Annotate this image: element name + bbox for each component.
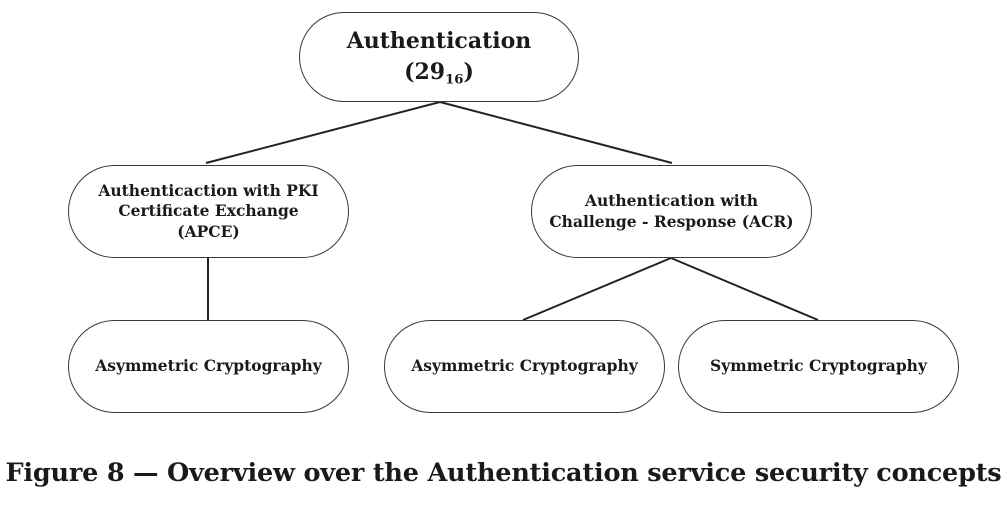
node-acr-asymmetric-cryptography: Asymmetric Cryptography xyxy=(384,320,665,413)
node-acr: Authentication with Challenge - Response… xyxy=(531,165,812,258)
node-apce-asymmetric-label: Asymmetric Cryptography xyxy=(95,356,322,376)
edge-acr-asym xyxy=(522,257,672,321)
edge-root-apce xyxy=(205,101,441,164)
diagram: Authentication (2916) Authenticaction wi… xyxy=(68,12,959,413)
service-id-value: (29 xyxy=(404,59,446,85)
edge-root-acr xyxy=(439,101,673,164)
root-node-label: Authentication xyxy=(346,28,532,55)
connector-lines xyxy=(205,101,819,321)
node-acr-symmetric-cryptography: Symmetric Cryptography xyxy=(678,320,959,413)
node-acr-label: Authentication with Challenge - Response… xyxy=(549,191,794,231)
node-apce: Authenticaction with PKI Certificate Exc… xyxy=(68,165,349,258)
service-id-close: ) xyxy=(463,59,474,85)
node-acr-asymmetric-label: Asymmetric Cryptography xyxy=(411,356,638,376)
node-apce-asymmetric-cryptography: Asymmetric Cryptography xyxy=(68,320,349,413)
figure-caption: Figure 8 — Overview over the Authenticat… xyxy=(5,458,1002,488)
node-apce-label: Authenticaction with PKI Certificate Exc… xyxy=(98,181,319,241)
root-node-authentication: Authentication (2916) xyxy=(299,12,579,102)
edge-acr-sym xyxy=(670,257,819,321)
service-id-base: 16 xyxy=(445,72,464,88)
root-node-service-id: (2916) xyxy=(404,57,474,88)
node-acr-symmetric-label: Symmetric Cryptography xyxy=(710,356,927,376)
